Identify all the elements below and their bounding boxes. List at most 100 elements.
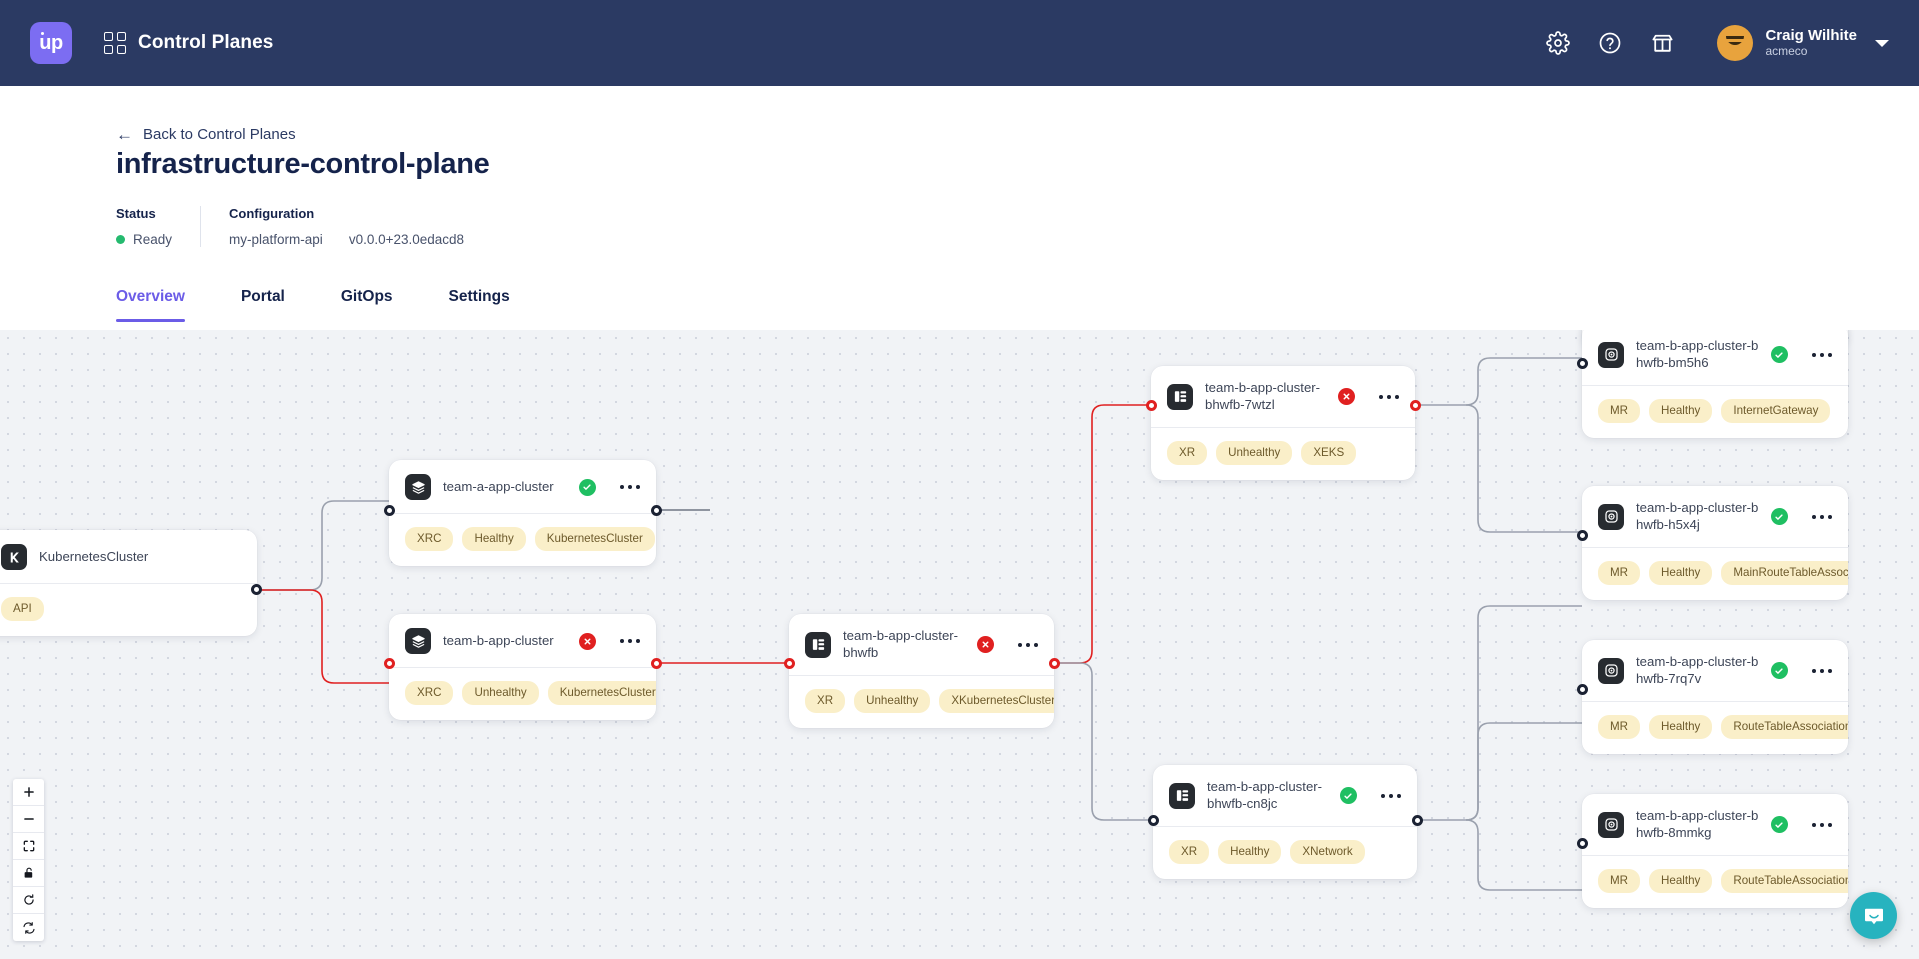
node-menu-button[interactable] <box>1811 352 1832 358</box>
node-handle-left[interactable] <box>784 658 795 669</box>
node-tags: XR Healthy XNetwork <box>1153 827 1417 879</box>
status-badge-unhealthy <box>1337 388 1355 406</box>
node-tag: InternetGateway <box>1721 398 1831 423</box>
graph-node-bhwfb-bm5h6[interactable]: team-b-app-cluster-bhwfb-bm5h6 MR Health… <box>1582 330 1848 438</box>
managed-resource-icon <box>1598 341 1624 368</box>
node-name: team-b-app-cluster-bhwfb-bm5h6 <box>1636 338 1759 370</box>
back-to-control-planes-link[interactable]: ← Back to Control Planes <box>116 126 296 143</box>
node-header: team-b-app-cluster-bhwfb-cn8jc <box>1153 765 1417 826</box>
configuration-version: v0.0.0+23.0edacd8 <box>348 232 465 247</box>
node-tag: API <box>1 597 44 621</box>
zoom-out-button[interactable] <box>13 806 44 833</box>
node-handle-left[interactable] <box>1577 358 1588 369</box>
resource-graph-canvas[interactable]: KubernetesCluster API team-a-app-cluster… <box>0 330 1919 959</box>
node-handle-right[interactable] <box>651 658 662 669</box>
node-menu-button[interactable] <box>1811 822 1832 828</box>
intercom-chat-button[interactable] <box>1850 892 1897 939</box>
reset-button[interactable] <box>13 887 44 914</box>
sync-button[interactable] <box>13 914 44 941</box>
graph-node-bhwfb-h5x4j[interactable]: team-b-app-cluster-bhwfb-h5x4j MR Health… <box>1582 486 1848 600</box>
node-tags: MR Healthy RouteTableAssociation <box>1582 856 1848 908</box>
tab-portal[interactable]: Portal <box>240 288 285 305</box>
node-handle-right[interactable] <box>251 584 262 595</box>
user-name: Craig Wilhite <box>1765 27 1857 45</box>
page-title: infrastructure-control-plane <box>116 148 490 180</box>
node-handle-left[interactable] <box>1148 815 1159 826</box>
node-handle-left[interactable] <box>384 658 395 669</box>
gear-icon[interactable] <box>1545 30 1571 56</box>
node-handle-right[interactable] <box>1412 815 1423 826</box>
node-name: team-b-app-cluster-bhwfb-cn8jc <box>1207 779 1323 811</box>
crossplane-k-icon <box>1 544 27 570</box>
node-tag: Unhealthy <box>1216 440 1293 465</box>
node-menu-button[interactable] <box>1017 642 1038 648</box>
avatar <box>1717 25 1754 61</box>
node-tags: XRC Healthy KubernetesCluster <box>389 514 656 566</box>
node-header: team-b-app-cluster <box>389 614 656 667</box>
node-tag: Healthy <box>462 527 526 551</box>
node-header: team-b-app-cluster-bhwfb-8mmkg <box>1582 794 1848 855</box>
marketplace-icon[interactable] <box>1649 30 1675 56</box>
status-block: Status Ready <box>116 206 200 247</box>
node-name: team-a-app-cluster <box>443 478 554 494</box>
node-divider <box>0 583 257 584</box>
node-name: team-b-app-cluster-bhwfb-7rq7v <box>1636 654 1759 686</box>
upbound-logo[interactable]: up <box>30 22 72 64</box>
node-handle-right[interactable] <box>1049 658 1060 669</box>
graph-node-team-b-app-cluster-bhwfb[interactable]: team-b-app-cluster-bhwfb XR Unhealthy XK… <box>789 614 1054 728</box>
node-menu-button[interactable] <box>1811 668 1832 674</box>
tab-overview[interactable]: Overview <box>116 282 185 322</box>
graph-node-team-a-app-cluster[interactable]: team-a-app-cluster XRC Healthy Kubernete… <box>389 460 656 566</box>
graph-node-team-b-app-cluster[interactable]: team-b-app-cluster XRC Unhealthy Kuberne… <box>389 614 656 720</box>
logo-dot <box>40 31 44 35</box>
tab-gitops[interactable]: GitOps <box>340 288 393 305</box>
zoom-in-button[interactable] <box>13 779 44 806</box>
tab-settings[interactable]: Settings <box>448 288 510 305</box>
graph-node-bhwfb-7rq7v[interactable]: team-b-app-cluster-bhwfb-7rq7v MR Health… <box>1582 640 1848 754</box>
node-header: team-b-app-cluster-bhwfb-7wtzl <box>1151 366 1415 427</box>
node-handle-left[interactable] <box>1577 838 1588 849</box>
help-circle-icon[interactable] <box>1597 30 1623 56</box>
status-badge-healthy <box>578 478 596 496</box>
chevron-down-icon[interactable] <box>1875 39 1889 47</box>
node-name: team-b-app-cluster-bhwfb-8mmkg <box>1636 808 1759 840</box>
graph-node-bhwfb-7wtzl[interactable]: team-b-app-cluster-bhwfb-7wtzl XR Unheal… <box>1151 366 1415 480</box>
node-tag: RouteTableAssociation <box>1721 714 1848 739</box>
node-tag: KubernetesCluster <box>547 681 656 705</box>
node-header: team-b-app-cluster-bhwfb-bm5h6 <box>1582 330 1848 385</box>
graph-node-bhwfb-8mmkg[interactable]: team-b-app-cluster-bhwfb-8mmkg MR Health… <box>1582 794 1848 908</box>
graph-controls <box>13 779 44 941</box>
node-tag: XNetwork <box>1290 839 1365 864</box>
node-divider <box>789 674 1054 676</box>
node-menu-button[interactable] <box>1380 793 1401 799</box>
node-tag: XKubernetesCluster <box>939 688 1054 713</box>
tab-bar: Overview Portal GitOps Settings <box>116 282 566 322</box>
configuration-label: Configuration <box>229 206 315 221</box>
user-names: Craig Wilhite acmeco <box>1765 27 1857 58</box>
nav-right-group: Craig Wilhite acmeco <box>1545 25 1889 61</box>
node-menu-button[interactable] <box>619 638 640 644</box>
configuration-name: my-platform-api <box>229 232 323 247</box>
nav-app-section[interactable]: Control Planes <box>104 32 273 54</box>
user-menu[interactable]: Craig Wilhite acmeco <box>1717 25 1889 61</box>
node-menu-button[interactable] <box>619 484 640 490</box>
node-handle-left[interactable] <box>1577 530 1588 541</box>
node-menu-button[interactable] <box>1811 514 1832 520</box>
node-handle-left[interactable] <box>1146 400 1157 411</box>
node-tag: MR <box>1598 398 1641 423</box>
node-handle-right[interactable] <box>1410 400 1421 411</box>
status-badge-healthy <box>1770 816 1788 834</box>
graph-node-kubernetescluster[interactable]: KubernetesCluster API <box>0 530 257 636</box>
node-tag: MainRouteTableAssoc <box>1721 560 1848 585</box>
node-tags: API <box>0 584 257 636</box>
node-tag: XR <box>805 688 846 713</box>
node-tag: XR <box>1169 839 1210 864</box>
graph-node-bhwfb-cn8jc[interactable]: team-b-app-cluster-bhwfb-cn8jc XR Health… <box>1153 765 1417 879</box>
lock-button[interactable] <box>13 860 44 887</box>
node-tag: MR <box>1598 560 1641 585</box>
node-handle-left[interactable] <box>1577 684 1588 695</box>
node-menu-button[interactable] <box>1378 394 1399 400</box>
fit-view-button[interactable] <box>13 833 44 860</box>
node-handle-right[interactable] <box>651 505 662 516</box>
node-handle-left[interactable] <box>384 505 395 516</box>
